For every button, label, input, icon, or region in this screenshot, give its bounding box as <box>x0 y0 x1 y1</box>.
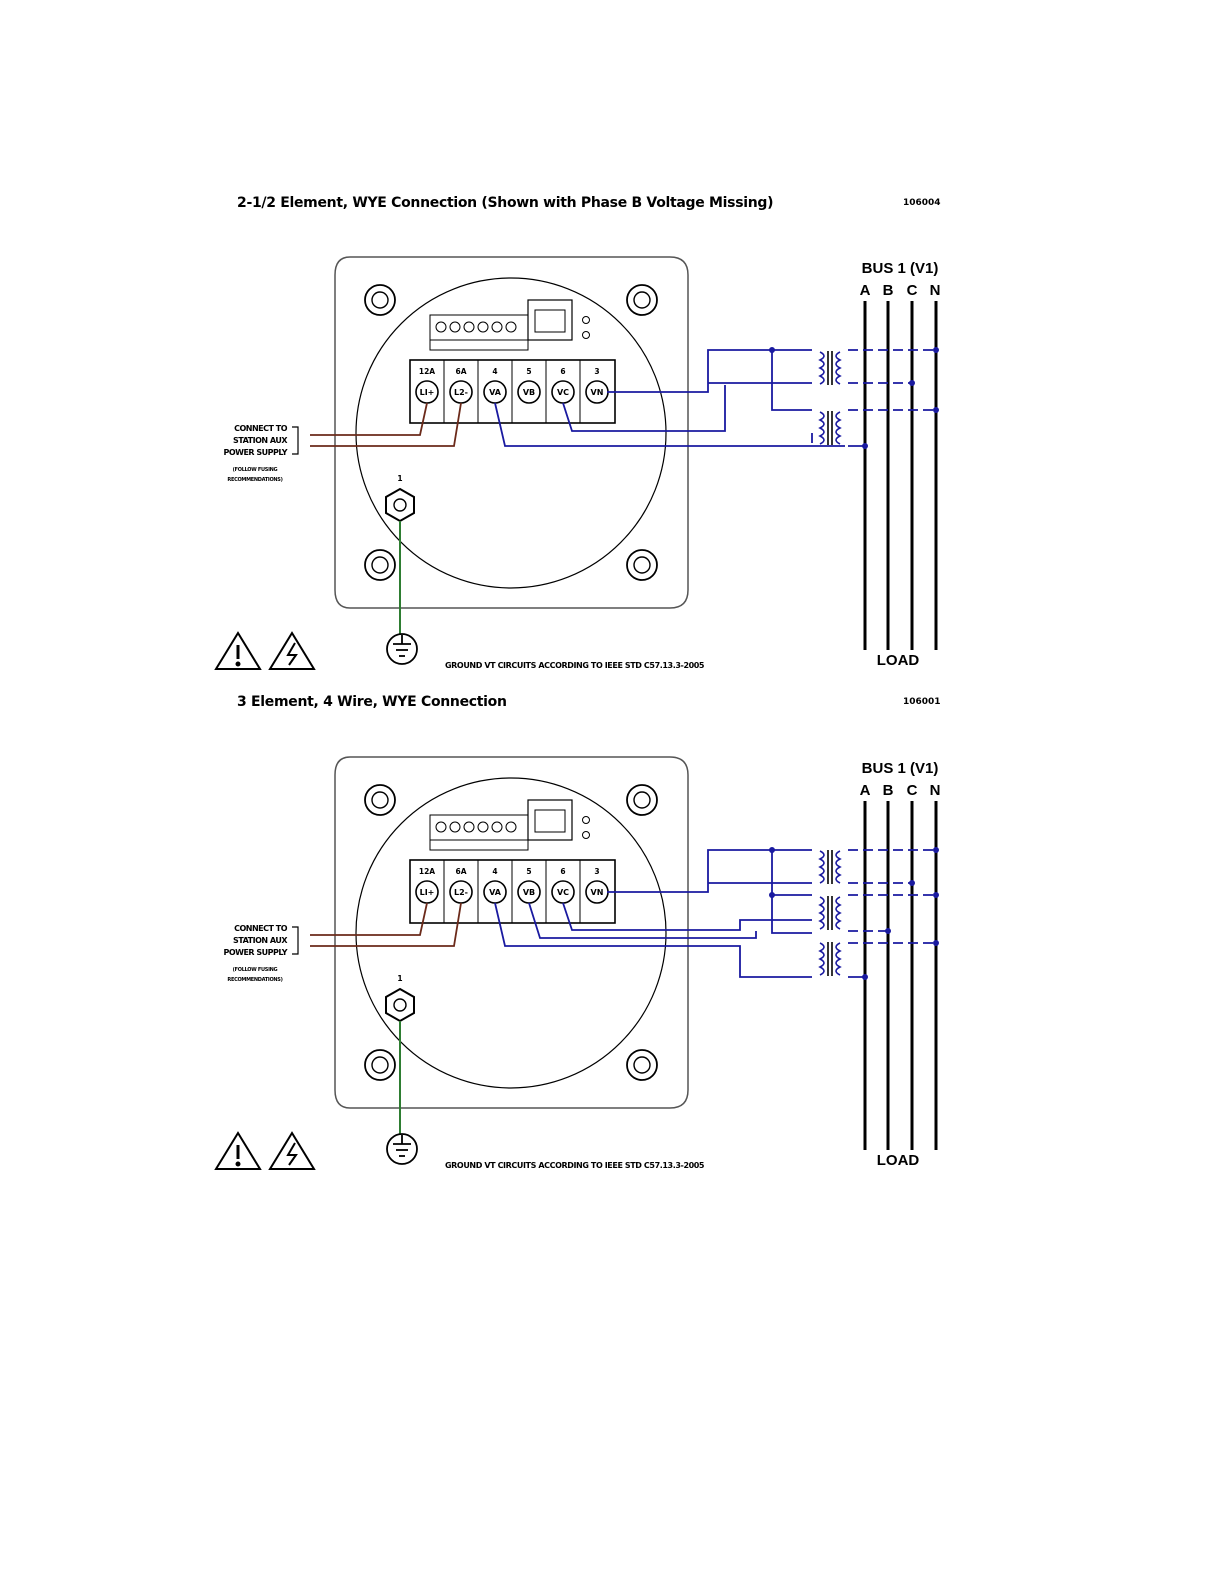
phase-c-label: C <box>907 282 918 299</box>
terminal-label: VB <box>523 888 535 897</box>
mounting-holes <box>364 784 658 1081</box>
terminal-label: VC <box>557 388 569 397</box>
power-note-line-1: CONNECT TO <box>234 924 288 933</box>
meter-face <box>355 777 667 1089</box>
ground-stud-icon <box>385 487 415 523</box>
fusing-note-line-1: (FOLLOW FUSING <box>233 967 278 973</box>
terminal-label: LI+ <box>420 888 435 897</box>
diagram-1-figure-id: 106004 <box>903 198 941 208</box>
terminal-label: LI+ <box>420 388 435 397</box>
ground-terminal-number: 1 <box>397 974 402 983</box>
fusing-note-line-2: RECOMMENDATIONS) <box>227 977 282 983</box>
terminal-block: 12A 6A 4 5 6 3 LI+ L2- VA VB VC VN <box>409 359 616 424</box>
terminal-label: VA <box>489 888 502 897</box>
bus-label: BUS 1 (V1) <box>862 260 939 277</box>
terminal-label: VN <box>591 888 604 897</box>
earth-ground-icon <box>386 1133 418 1165</box>
terminal-label: VC <box>557 888 569 897</box>
terminal-number: 6 <box>560 867 565 876</box>
voltage-transformer-2 <box>818 411 842 445</box>
terminal-number: 6A <box>455 367 466 376</box>
power-note-line-1: CONNECT TO <box>234 424 288 433</box>
terminal-number: 5 <box>526 367 531 376</box>
diagram-2-title: 3 Element, 4 Wire, WYE Connection <box>237 694 507 710</box>
fusing-note-line-2: RECOMMENDATIONS) <box>227 477 282 483</box>
voltage-transformer-2 <box>818 896 842 930</box>
terminal-number: 6A <box>455 867 466 876</box>
power-supply-wires <box>310 902 462 947</box>
terminal-number: 5 <box>526 867 531 876</box>
power-note-line-3: POWER SUPPLY <box>223 448 287 457</box>
phase-a-label: A <box>860 282 871 299</box>
load-label: LOAD <box>877 1152 920 1169</box>
fusing-note-line-1: (FOLLOW FUSING <box>233 467 278 473</box>
terminal-label: VN <box>591 388 604 397</box>
meter-housing <box>334 256 689 609</box>
phase-a-label: A <box>860 782 871 799</box>
terminal-number: 12A <box>419 367 435 376</box>
junction-dots <box>769 347 939 449</box>
high-voltage-icon <box>268 1131 316 1170</box>
power-note-line-2: STATION AUX <box>233 436 288 445</box>
power-note-line-2: STATION AUX <box>233 936 288 945</box>
phase-n-label: N <box>930 282 941 299</box>
comm-terminal-block <box>429 314 529 351</box>
terminal-label: VA <box>489 388 502 397</box>
phase-n-label: N <box>930 782 941 799</box>
diagram-1-title: 2-1/2 Element, WYE Connection (Shown wit… <box>237 195 774 211</box>
meter-housing <box>334 756 689 1109</box>
vt-wiring <box>494 349 936 447</box>
voltage-transformer-1 <box>818 351 842 385</box>
phase-c-label: C <box>907 782 918 799</box>
terminal-number: 4 <box>492 367 497 376</box>
terminal-number: 3 <box>594 867 599 876</box>
diagram-2-wiring: 12A 6A 4 5 6 3 LI+ L2- VA VB VC VN CONNE… <box>214 756 941 1170</box>
power-note-line-3: POWER SUPPLY <box>223 948 287 957</box>
terminal-number: 3 <box>594 367 599 376</box>
junction-dots <box>769 847 939 980</box>
ethernet-port-icon <box>527 299 590 341</box>
power-supply-bracket <box>292 926 299 955</box>
terminal-number: 12A <box>419 867 435 876</box>
caution-icon <box>214 1131 262 1170</box>
caution-icon <box>214 631 262 670</box>
ground-stud-icon <box>385 987 415 1023</box>
voltage-transformer-3 <box>818 942 842 976</box>
high-voltage-icon <box>268 631 316 670</box>
bus-conductors <box>863 301 938 650</box>
diagram-1-wiring: 12A 6A 4 5 6 3 LI+ L2- VA VB VC VN CONNE… <box>214 256 941 670</box>
bus-label: BUS 1 (V1) <box>862 760 939 777</box>
power-supply-wires <box>310 402 462 447</box>
phase-b-label: B <box>883 282 894 299</box>
meter-face <box>355 277 667 589</box>
phase-b-label: B <box>883 782 894 799</box>
terminal-label: L2- <box>454 388 468 397</box>
bus-conductors <box>863 801 938 1150</box>
power-supply-bracket <box>292 426 299 455</box>
diagram-2-figure-id: 106001 <box>903 697 941 707</box>
ground-note: GROUND VT CIRCUITS ACCORDING TO IEEE STD… <box>445 661 705 670</box>
vt-wiring <box>494 849 936 978</box>
earth-ground-icon <box>386 633 418 665</box>
terminal-number: 6 <box>560 367 565 376</box>
terminal-block: 12A 6A 4 5 6 3 LI+ L2- VA VB VC VN <box>409 859 616 924</box>
voltage-transformer-1 <box>818 850 842 884</box>
ground-terminal-number: 1 <box>397 474 402 483</box>
load-label: LOAD <box>877 652 920 669</box>
terminal-number: 4 <box>492 867 497 876</box>
terminal-label: VB <box>523 388 535 397</box>
ground-note: GROUND VT CIRCUITS ACCORDING TO IEEE STD… <box>445 1161 705 1170</box>
ethernet-port-icon <box>527 799 590 841</box>
terminal-label: L2- <box>454 888 468 897</box>
comm-terminal-block <box>429 814 529 851</box>
mounting-holes <box>364 284 658 581</box>
